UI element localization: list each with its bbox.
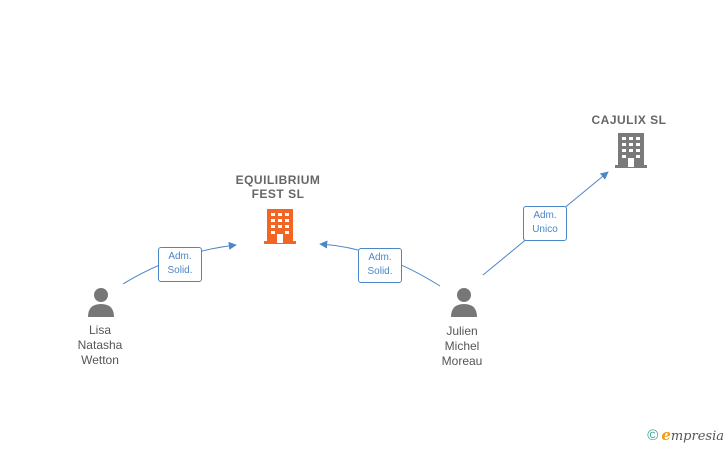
person-icon[interactable] (86, 287, 116, 317)
role-label-adm-unico[interactable]: Adm. Unico (523, 206, 567, 241)
company-label-equilibrium[interactable]: EQUILIBRIUM FEST SL (235, 173, 321, 201)
role-label-adm-solid[interactable]: Adm. Solid. (358, 248, 402, 283)
brand-watermark: © empresia (647, 426, 724, 444)
person-label-julien[interactable]: Julien Michel Moreau (441, 324, 483, 368)
company-label-cajulix[interactable]: CAJULIX SL (591, 113, 667, 127)
role-label-adm-solid[interactable]: Adm. Solid. (158, 247, 202, 282)
building-icon[interactable] (615, 132, 647, 168)
person-label-lisa[interactable]: Lisa Natasha Wetton (77, 323, 123, 367)
person-icon[interactable] (449, 287, 479, 317)
copyright-icon: © (647, 426, 659, 444)
building-icon[interactable] (264, 208, 296, 244)
brand-name: empresia (661, 426, 724, 444)
